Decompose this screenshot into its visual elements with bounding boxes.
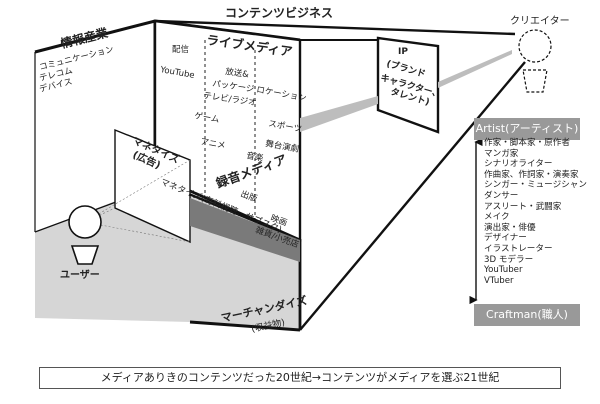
role-item: デザイナー	[484, 233, 527, 244]
roles-list: 作家・脚本家・原作者マンガ家シナリオライター作曲家、作詞家・演奏家シンガー・ミュ…	[484, 138, 587, 286]
creator-beam-far	[438, 50, 512, 88]
media-film: 映画	[269, 212, 289, 228]
paid-monetize-wedge	[190, 198, 300, 262]
creator-label: クリエイター	[510, 15, 570, 27]
sight-line-2	[84, 221, 191, 243]
creator-figure-icon	[518, 29, 552, 93]
user-label: ユーザー	[60, 269, 100, 281]
role-item: アスリート・武闘家	[484, 201, 562, 212]
role-item: 作家・脚本家・原作者	[484, 138, 570, 148]
media-anime: アニメ	[199, 137, 226, 151]
merch-bottom-edge	[189, 320, 301, 332]
role-item: 演出家・俳優	[484, 222, 536, 233]
role-item: 3D モデラー	[484, 254, 534, 265]
role-item: VTuber	[484, 275, 514, 286]
media-music: 音楽	[245, 150, 264, 164]
role-item: メイク	[484, 212, 510, 223]
media-game: ゲーム	[193, 110, 220, 125]
role-item: シンガー・ミュージシャン	[484, 180, 587, 191]
role-item: ダンサー	[484, 190, 519, 201]
sight-line-1	[84, 159, 191, 223]
contents-top-line	[154, 19, 516, 36]
monetize-screen	[114, 128, 191, 244]
media-distribution: 配信	[172, 44, 190, 55]
role-item: マンガ家	[484, 148, 519, 159]
role-item: イラストレーター	[484, 243, 553, 254]
creator-beam	[300, 96, 378, 132]
media-broadcast: 放送&	[225, 66, 250, 80]
contents-bottom-line	[299, 61, 526, 331]
role-item: 作曲家、作詞家・演奏家	[484, 169, 579, 180]
contents-business-label: コンテンツビジネス	[225, 5, 333, 20]
craftman-label: Craftman(職人)	[474, 304, 580, 326]
artist-label: Artist(アーティスト)	[474, 118, 580, 140]
role-item: シナリオライター	[484, 159, 553, 170]
ip-line-1: IP	[398, 47, 408, 57]
ip-panel	[376, 36, 440, 134]
footer-caption: メディアありきのコンテンツだった20世紀→コンテンツがメディアを選ぶ21世紀	[39, 367, 561, 389]
role-item: YouTuber	[484, 265, 523, 276]
user-figure-icon	[68, 205, 102, 265]
